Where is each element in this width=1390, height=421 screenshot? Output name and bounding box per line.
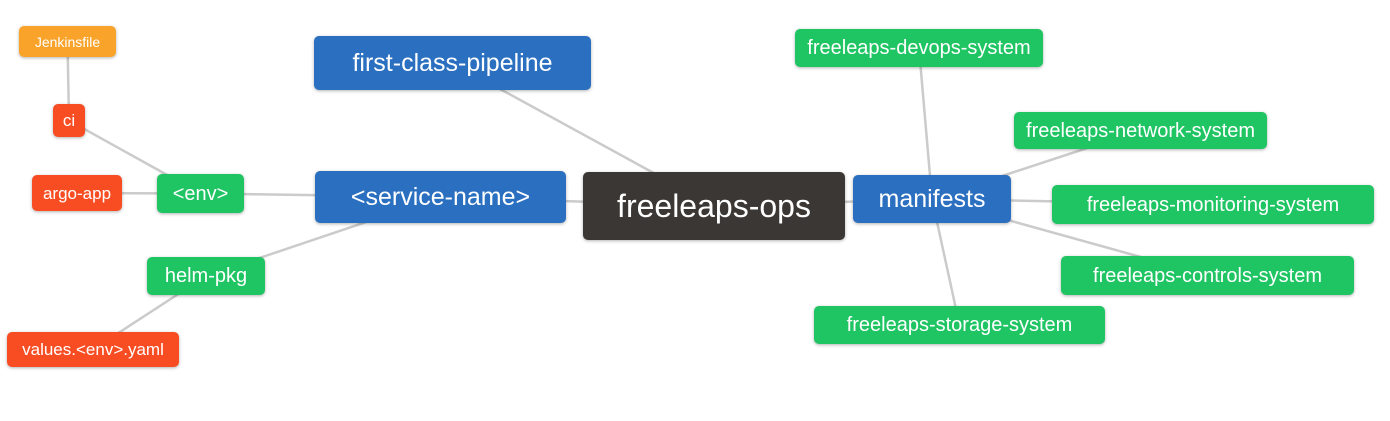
node-jenkinsfile[interactable]: Jenkinsfile [19,26,116,57]
edge-manifests-devops-system [917,47,934,200]
node-first-class-pipeline[interactable]: first-class-pipeline [314,36,591,90]
node-storage-system[interactable]: freeleaps-storage-system [814,306,1105,344]
node-service-name[interactable]: <service-name> [315,171,566,223]
node-helm-pkg[interactable]: helm-pkg [147,257,265,295]
node-network-system[interactable]: freeleaps-network-system [1014,112,1267,149]
node-controls-system[interactable]: freeleaps-controls-system [1061,256,1354,295]
node-ci[interactable]: ci [53,104,85,137]
node-values-env-yaml[interactable]: values.<env>.yaml [7,332,179,367]
node-argo-app[interactable]: argo-app [32,175,122,211]
node-monitoring-system[interactable]: freeleaps-monitoring-system [1052,185,1374,224]
node-devops-system[interactable]: freeleaps-devops-system [795,29,1043,67]
node-freeleaps-ops[interactable]: freeleaps-ops [583,172,845,240]
node-env[interactable]: <env> [157,174,244,213]
node-manifests[interactable]: manifests [853,175,1011,223]
